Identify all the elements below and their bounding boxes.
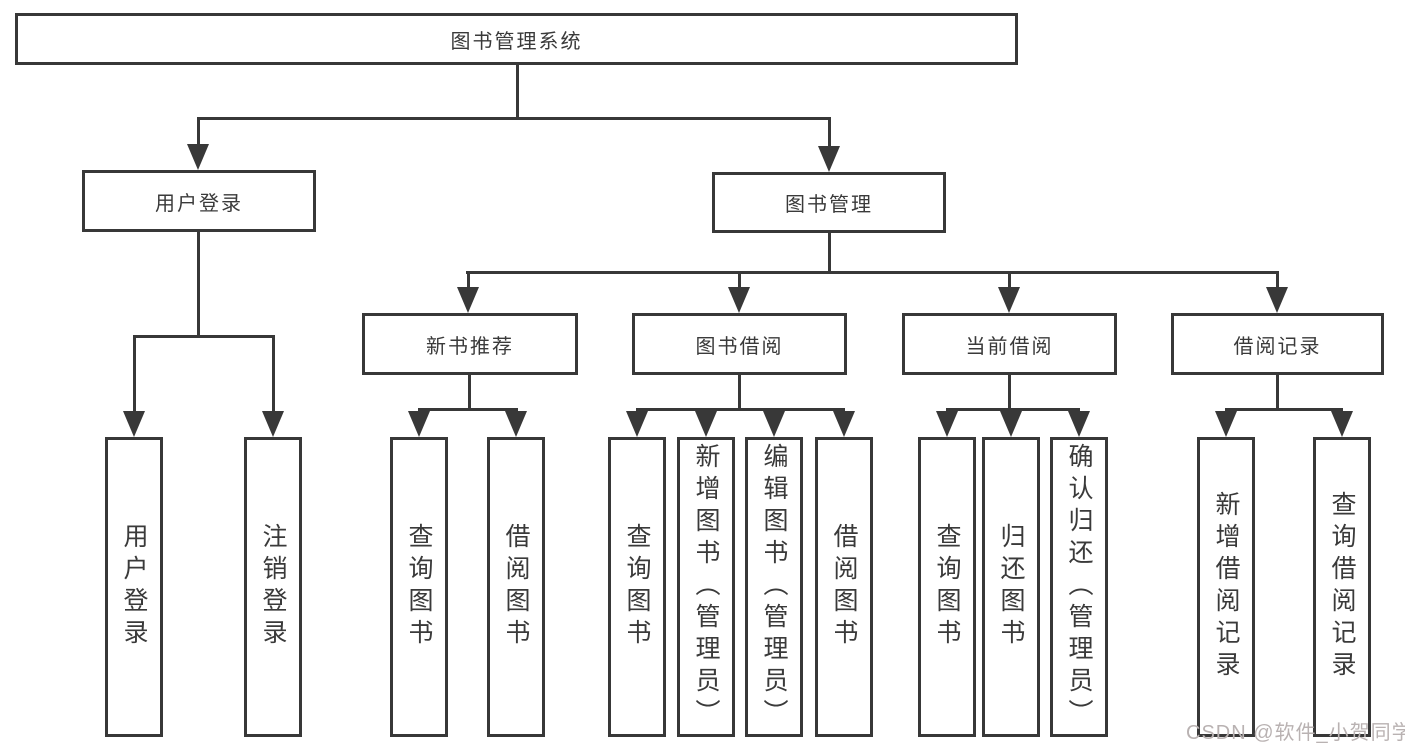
arrow-down-icon [408,411,430,437]
connector-drop [828,117,831,149]
arrow-down-icon [833,411,855,437]
connector-book-mgmt-stem [828,231,831,274]
connector-drop [133,335,136,413]
arrow-down-icon [262,411,284,437]
arrow-down-icon [187,144,209,170]
leaf-query-borrow-record: 查询借阅记录 [1313,437,1371,737]
connector-section-bus [636,408,845,411]
leaf-return-book: 归还图书 [982,437,1040,737]
leaf-confirm-return-admin: 确认归还（管理员） [1050,437,1108,737]
connector-section-bus [1225,408,1343,411]
arrow-down-icon [1068,411,1090,437]
leaf-user-login: 用户登录 [105,437,163,737]
leaf-borrow-book: 借阅图书 [815,437,873,737]
arrow-down-icon [1266,287,1288,313]
arrow-down-icon [728,287,750,313]
arrow-down-icon [457,287,479,313]
node-user-login-branch: 用户登录 [82,170,316,232]
connector-user-login-bus [133,335,275,338]
node-library-system: 图书管理系统 [15,13,1018,65]
arrow-down-icon [998,287,1020,313]
connector-section-stem [1008,373,1011,411]
connector-section-bus [418,408,518,411]
node-book-management-branch: 图书管理 [712,172,946,233]
arrow-down-icon [1215,411,1237,437]
connector-section-bus [946,408,1080,411]
connector-section-stem [738,373,741,411]
connector-section-stem [1276,373,1279,411]
connector-root-stem [516,63,519,120]
connector-level2-bus [197,117,831,120]
connector-level3-bus [466,271,1279,274]
connector-drop [272,335,275,413]
arrow-down-icon [818,146,840,172]
arrow-down-icon [1000,411,1022,437]
leaf-query-books-borrow: 查询图书 [608,437,666,737]
arrow-down-icon [695,411,717,437]
arrow-down-icon [936,411,958,437]
connector-user-login-stem [197,230,200,338]
leaf-edit-book-admin: 编辑图书（管理员） [745,437,803,737]
arrow-down-icon [763,411,785,437]
arrow-down-icon [123,411,145,437]
csdn-watermark: CSDN @软件_小贺同学 [1186,722,1405,744]
connector-section-stem [468,373,471,411]
leaf-borrow-book-recommend: 借阅图书 [487,437,545,737]
leaf-query-books-current: 查询图书 [918,437,976,737]
leaf-add-book-admin: 新增图书（管理员） [677,437,735,737]
connector-drop [197,117,200,147]
arrow-down-icon [505,411,527,437]
connector-drop [738,271,741,289]
leaf-add-borrow-record: 新增借阅记录 [1197,437,1255,737]
arrow-down-icon [626,411,648,437]
arrow-down-icon [1331,411,1353,437]
node-book-borrow: 图书借阅 [632,313,847,375]
node-new-book-recommend: 新书推荐 [362,313,578,375]
node-current-borrow: 当前借阅 [902,313,1117,375]
connector-drop [1008,271,1011,289]
connector-drop [1276,271,1279,289]
connector-drop [467,271,470,289]
leaf-logout: 注销登录 [244,437,302,737]
leaf-query-books-recommend: 查询图书 [390,437,448,737]
node-borrow-records: 借阅记录 [1171,313,1384,375]
